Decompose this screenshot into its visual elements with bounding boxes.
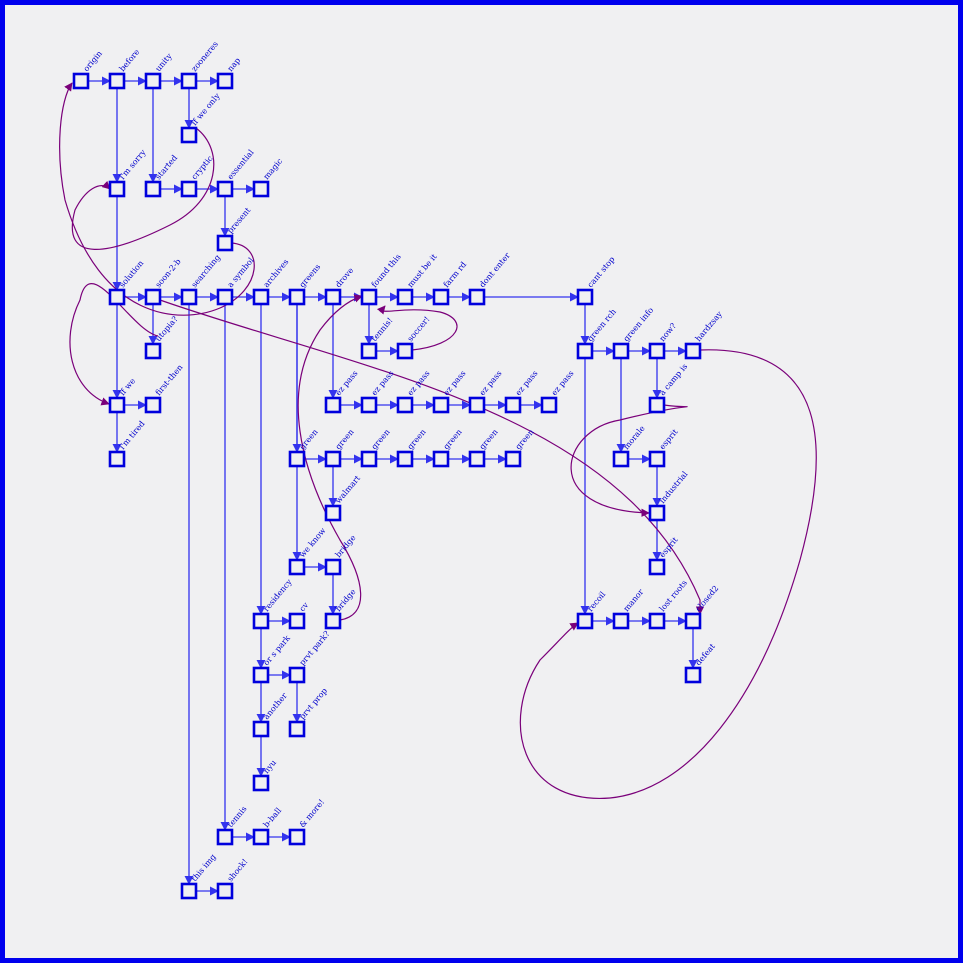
node-box[interactable]: [108, 72, 126, 90]
edge-layer: [88, 76, 698, 896]
node-box[interactable]: [180, 126, 198, 144]
cross-link-n_utopia-n_ifwe: [69, 283, 159, 406]
node-box[interactable]: [288, 450, 306, 468]
node-box[interactable]: [216, 288, 234, 306]
node-box[interactable]: [180, 882, 198, 900]
node-box[interactable]: [108, 180, 126, 198]
cross-link-n_soccer-n_foundthis: [376, 305, 458, 351]
node-box[interactable]: [576, 288, 594, 306]
node-box[interactable]: [288, 828, 306, 846]
node-box[interactable]: [144, 342, 162, 360]
node-box[interactable]: [324, 396, 342, 414]
node-box[interactable]: [252, 828, 270, 846]
node-box[interactable]: [468, 288, 486, 306]
node-box[interactable]: [324, 558, 342, 576]
node-box[interactable]: [288, 720, 306, 738]
node-box[interactable]: [108, 450, 126, 468]
node-box[interactable]: [288, 612, 306, 630]
node-box[interactable]: [324, 288, 342, 306]
node-box[interactable]: [252, 180, 270, 198]
node-box[interactable]: [324, 612, 342, 630]
node-box[interactable]: [252, 666, 270, 684]
cross-link-n_present-n_origin: [59, 82, 255, 316]
node-box[interactable]: [324, 504, 342, 522]
node-box[interactable]: [468, 450, 486, 468]
node-box[interactable]: [360, 396, 378, 414]
node-box[interactable]: [144, 180, 162, 198]
node-box[interactable]: [360, 342, 378, 360]
node-box[interactable]: [540, 396, 558, 414]
node-box[interactable]: [252, 774, 270, 792]
node-box[interactable]: [108, 288, 126, 306]
node-box[interactable]: [396, 288, 414, 306]
node-box[interactable]: [648, 612, 666, 630]
node-box[interactable]: [576, 612, 594, 630]
node-box[interactable]: [144, 288, 162, 306]
node-box[interactable]: [504, 450, 522, 468]
node-box[interactable]: [252, 612, 270, 630]
node-box[interactable]: [288, 288, 306, 306]
node-box[interactable]: [468, 396, 486, 414]
node-box[interactable]: [648, 558, 666, 576]
node-box[interactable]: [360, 450, 378, 468]
node-box[interactable]: [324, 450, 342, 468]
cross-link-n_soon-n_closed2: [159, 299, 705, 615]
node-box[interactable]: [72, 72, 90, 90]
node-box[interactable]: [180, 288, 198, 306]
node-box[interactable]: [180, 72, 198, 90]
node-box[interactable]: [432, 288, 450, 306]
node-box[interactable]: [216, 234, 234, 252]
cross-link-n_hardzsay-n_recoil: [519, 349, 817, 799]
diagram-background: [5, 5, 958, 958]
node-box[interactable]: [360, 288, 378, 306]
cross-link-n_ifweonly-n_imsorry: [71, 127, 215, 250]
node-box[interactable]: [612, 450, 630, 468]
node-box[interactable]: [684, 666, 702, 684]
node-box[interactable]: [648, 396, 666, 414]
node-box[interactable]: [216, 180, 234, 198]
node-box[interactable]: [108, 396, 126, 414]
node-box[interactable]: [396, 396, 414, 414]
node-box[interactable]: [216, 72, 234, 90]
node-box[interactable]: [252, 720, 270, 738]
node-box[interactable]: [612, 342, 630, 360]
cross-link-n_acampis-n_industrial: [570, 404, 688, 517]
node-box[interactable]: [180, 180, 198, 198]
node-box[interactable]: [288, 666, 306, 684]
node-box[interactable]: [684, 342, 702, 360]
node-box[interactable]: [252, 288, 270, 306]
node-box[interactable]: [144, 396, 162, 414]
node-box[interactable]: [216, 828, 234, 846]
node-box[interactable]: [612, 612, 630, 630]
node-box[interactable]: [648, 504, 666, 522]
node-box[interactable]: [144, 72, 162, 90]
node-box[interactable]: [504, 396, 522, 414]
node-box[interactable]: [288, 558, 306, 576]
node-box[interactable]: [396, 342, 414, 360]
node-box[interactable]: [648, 342, 666, 360]
cross-link-layer: [59, 82, 817, 799]
node-box[interactable]: [576, 342, 594, 360]
node-box[interactable]: [396, 450, 414, 468]
node-box[interactable]: [648, 450, 666, 468]
node-box[interactable]: [684, 612, 702, 630]
node-box[interactable]: [216, 882, 234, 900]
node-box[interactable]: [432, 450, 450, 468]
node-box[interactable]: [432, 396, 450, 414]
